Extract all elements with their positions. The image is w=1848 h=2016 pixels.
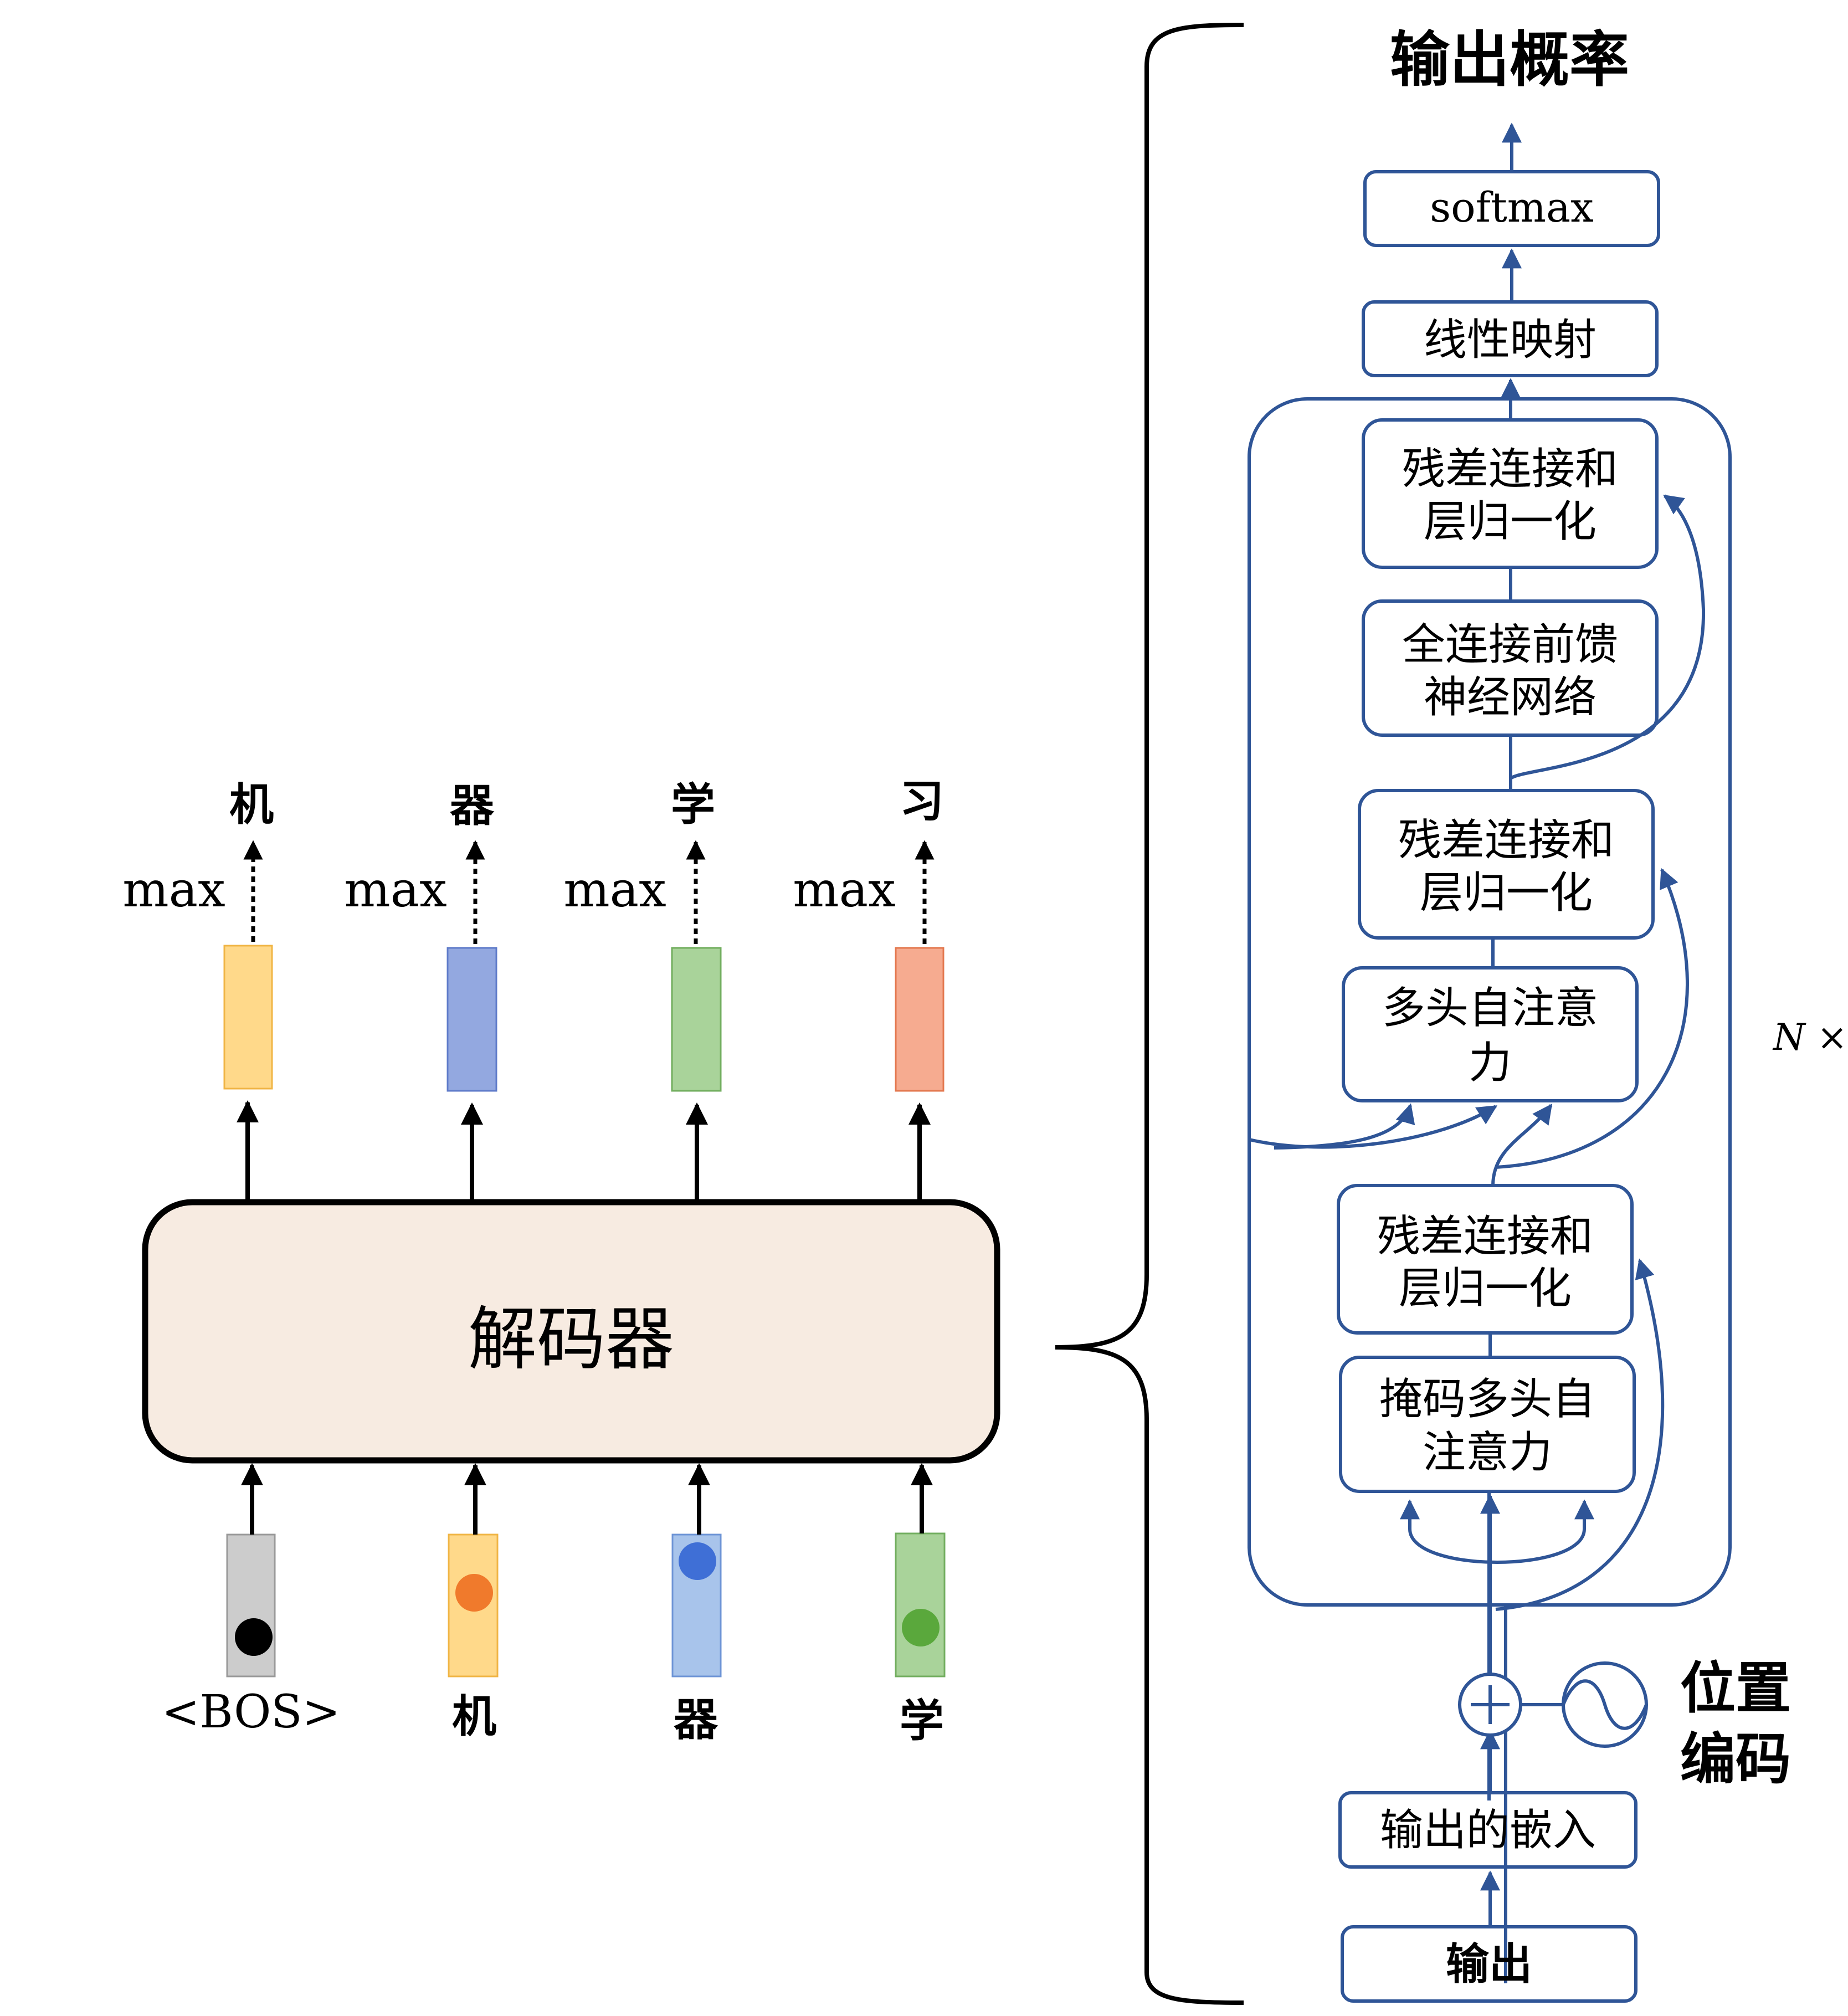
decoder-box xyxy=(142,1199,1000,1464)
input-column-1: <BOS> xyxy=(162,1463,341,1738)
output-vector-2 xyxy=(446,947,497,1092)
output-column-1: max 机 xyxy=(122,778,274,1202)
max-label: max xyxy=(122,861,225,918)
embedding-label: 输出的嵌入 xyxy=(1380,1805,1596,1855)
masked-attn-fork xyxy=(1408,1507,1586,1564)
input-column-4: 学 xyxy=(895,1463,946,1747)
pos-encoding-line-1: 位置 xyxy=(1680,1655,1791,1721)
residual-curve-3 xyxy=(1495,1258,1665,1611)
cross-input-curve-b xyxy=(1274,1103,1415,1150)
output-column-4: max 习 xyxy=(793,775,944,1202)
embedding-block xyxy=(1338,1791,1637,1869)
add-norm-3-line-1: 残差连接和 xyxy=(1377,1212,1593,1261)
add-norm-block-2 xyxy=(1358,789,1655,940)
ffn-line-1: 全连接前馈 xyxy=(1402,620,1618,670)
residual-curve-2b xyxy=(1495,868,1689,1169)
input-token-3: 器 xyxy=(674,1694,718,1746)
output-token-3: 学 xyxy=(671,778,715,830)
masked-mha-line-2: 注意力 xyxy=(1423,1428,1552,1478)
output-column-2: max 器 xyxy=(344,779,497,1202)
input-vector-4 xyxy=(895,1532,946,1678)
residual-curve-2 xyxy=(1491,1104,1553,1186)
input-dot-2 xyxy=(455,1574,493,1612)
add-norm-1-line-2: 层归一化 xyxy=(1424,497,1597,547)
output-token-1: 机 xyxy=(229,778,274,830)
output-token-4: 习 xyxy=(900,775,944,827)
output-vector-4 xyxy=(895,947,944,1092)
repeat-label: N × xyxy=(1772,1016,1847,1059)
mha-block xyxy=(1342,966,1639,1102)
add-norm-2-line-2: 层归一化 xyxy=(1420,868,1593,918)
max-label: max xyxy=(344,861,447,918)
add-norm-block-3 xyxy=(1337,1184,1634,1335)
residual-curve-1 xyxy=(1510,494,1706,780)
mha-line-2: 力 xyxy=(1469,1038,1512,1088)
curly-brace xyxy=(1055,23,1244,2005)
add-norm-3-line-2: 层归一化 xyxy=(1399,1264,1572,1314)
output-probability-title: 输出概率 xyxy=(1390,25,1629,95)
cross-input-curve xyxy=(1249,1105,1498,1149)
add-norm-2-line-1: 残差连接和 xyxy=(1398,815,1614,865)
output-vector-3 xyxy=(671,947,722,1092)
ffn-line-2: 神经网络 xyxy=(1424,673,1597,722)
add-norm-1-line-1: 残差连接和 xyxy=(1402,444,1618,494)
masked-mha-block xyxy=(1339,1356,1636,1493)
input-column-2: 机 xyxy=(448,1463,499,1742)
input-dot-3 xyxy=(679,1542,716,1580)
max-label: max xyxy=(793,861,896,918)
pos-encoding-line-2: 编码 xyxy=(1680,1726,1791,1792)
input-token-4: 学 xyxy=(900,1695,944,1747)
mha-line-1: 多头自注意 xyxy=(1382,983,1598,1033)
input-token-2: 机 xyxy=(452,1690,496,1742)
input-column-3: 器 xyxy=(671,1463,722,1746)
max-label: max xyxy=(563,861,666,918)
sine-wave-icon xyxy=(1562,1679,1648,1730)
decoder-label: 解码器 xyxy=(468,1300,674,1379)
input-dot-1 xyxy=(235,1618,273,1656)
masked-mha-line-1: 掩码多头自 xyxy=(1379,1374,1595,1424)
output-column-3: max 学 xyxy=(563,778,722,1202)
input-dot-4 xyxy=(902,1609,940,1646)
output-token-2: 器 xyxy=(450,779,495,832)
linear-label: 线性映射 xyxy=(1424,315,1597,365)
output-vector-1 xyxy=(223,945,273,1090)
input-label: 输出 xyxy=(1446,1939,1532,1989)
input-token-1: <BOS> xyxy=(162,1686,341,1738)
softmax-label: softmax xyxy=(1430,184,1594,232)
